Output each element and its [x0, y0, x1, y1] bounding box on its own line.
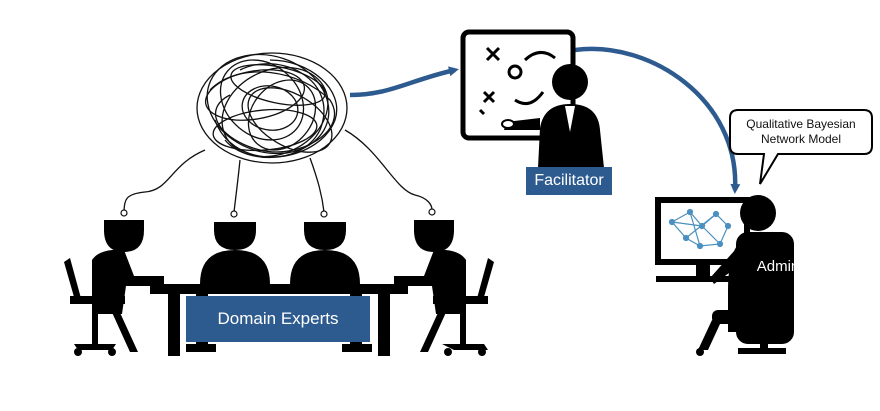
chair-bases [74, 348, 486, 356]
expert-person-1 [64, 220, 164, 352]
tangled-knowledge-icon [123, 52, 433, 213]
model-label-line-1: Qualitative Bayesian [746, 117, 856, 131]
admin-chair [696, 232, 794, 356]
meeting-table [150, 284, 408, 356]
computer-monitor [655, 197, 750, 282]
expert-person-4 [394, 220, 494, 352]
domain-experts-label: Domain Experts [186, 296, 370, 342]
facilitator-label: Facilitator [526, 167, 612, 195]
speech-bubble [729, 109, 873, 185]
arrow-to-facilitator [349, 66, 459, 98]
facilitator-hand-icon [501, 119, 515, 129]
arrow-to-admin [574, 46, 741, 194]
network-graph-icon [668, 208, 732, 250]
model-bubble-text: Qualitative Bayesian Network Model [738, 117, 864, 147]
admin-label: Admin [756, 258, 800, 275]
connector-dots [120, 208, 436, 218]
model-label-line-2: Network Model [760, 132, 842, 146]
